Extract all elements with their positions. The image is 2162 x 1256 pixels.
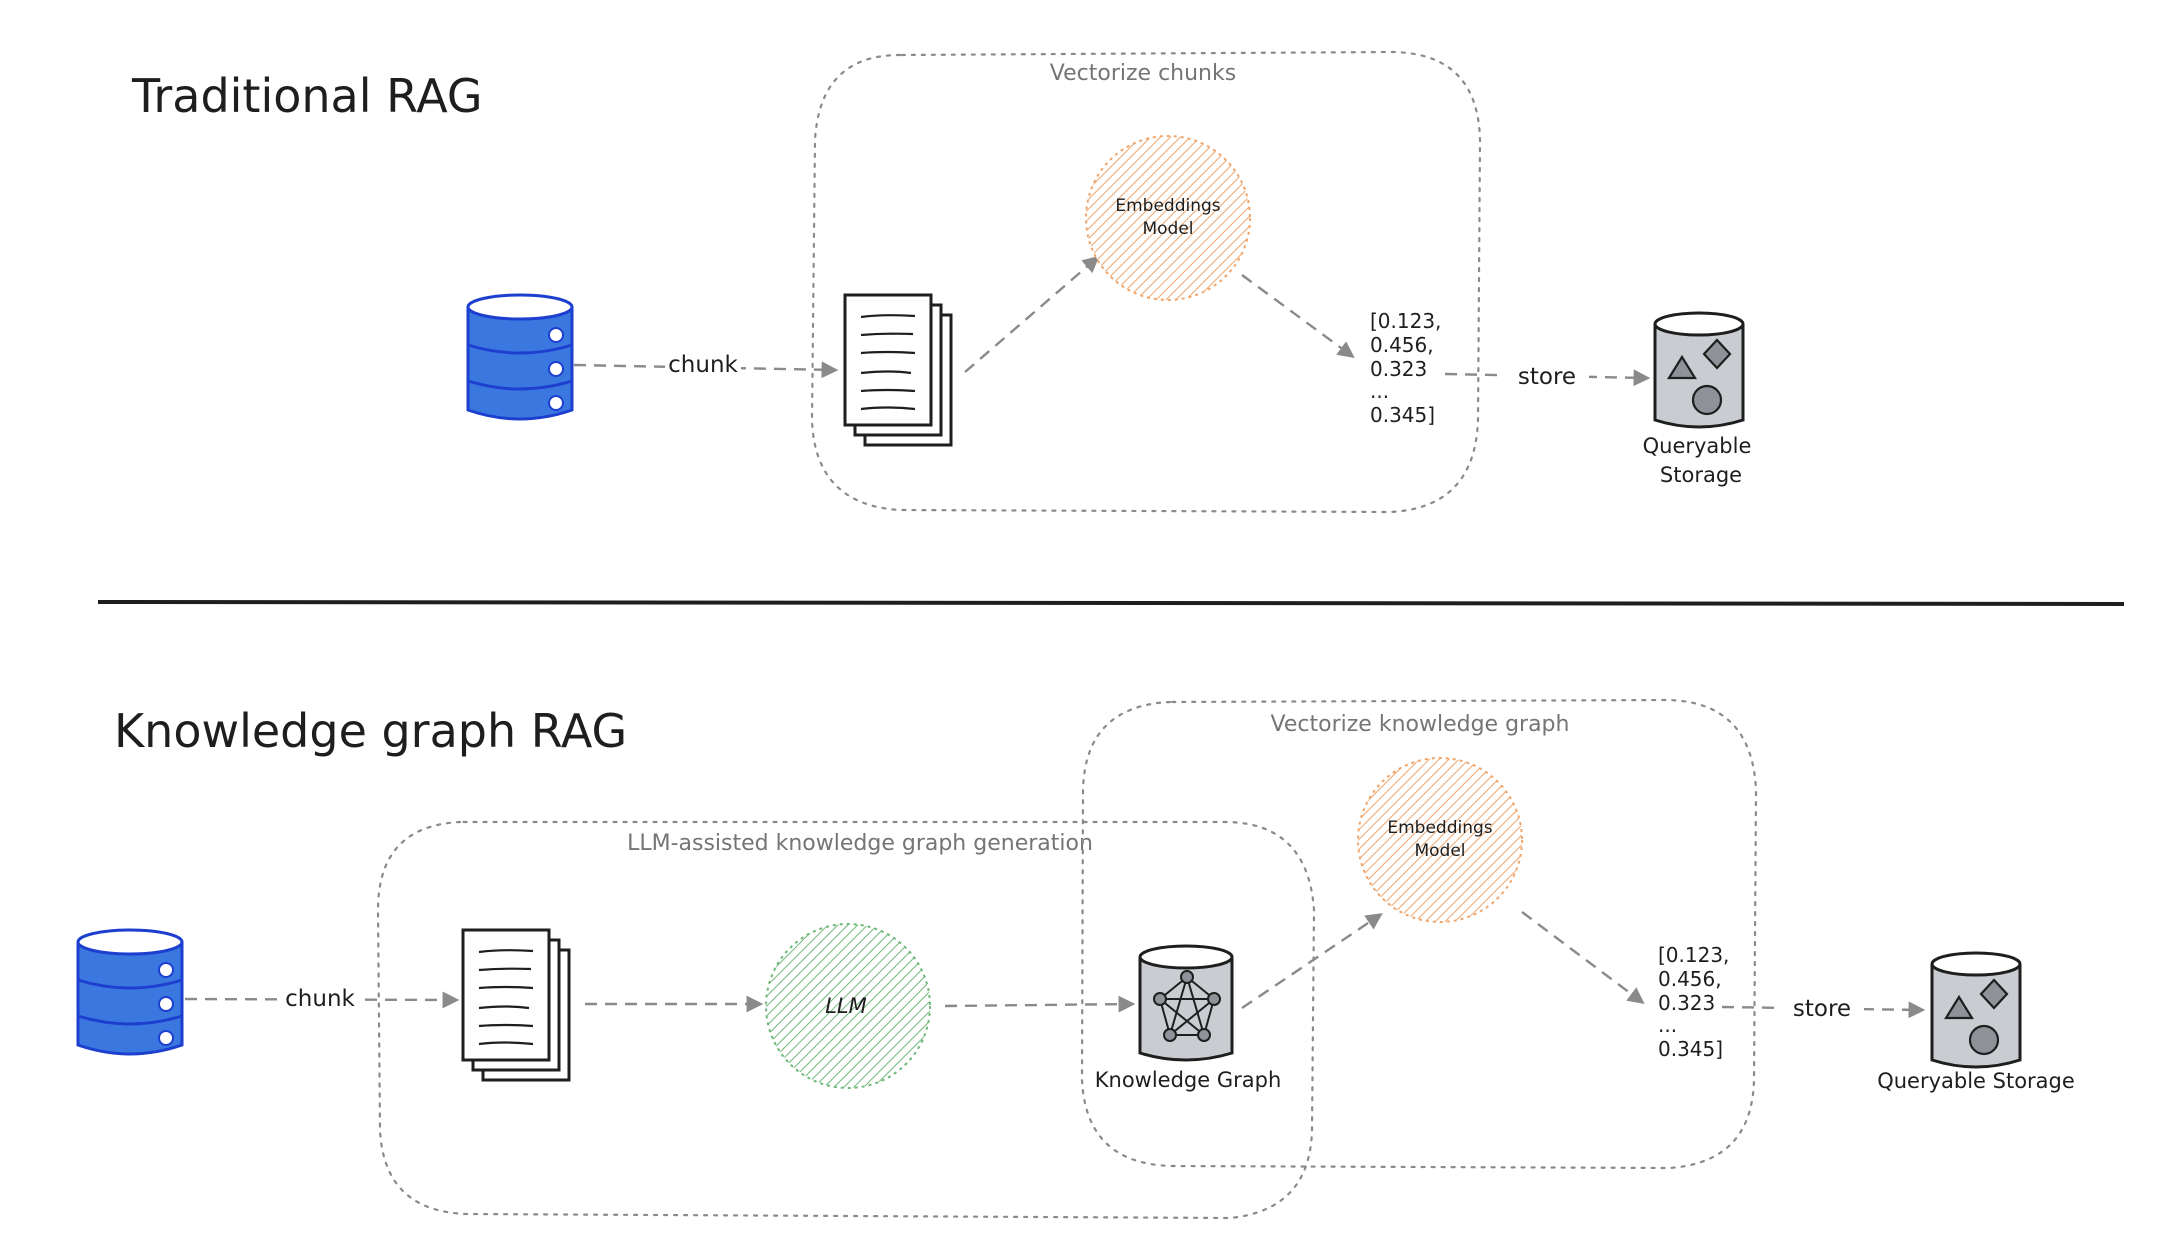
- embeddings-model-icon: Embeddings Model: [1085, 135, 1251, 301]
- vector-line-3-bottom: ...: [1658, 1013, 1677, 1037]
- vectorize-knowledge-graph-label: Vectorize knowledge graph: [1271, 712, 1570, 737]
- store-label-bottom: store: [1793, 996, 1851, 1022]
- vector-line-2-top: 0.323: [1370, 357, 1427, 381]
- chunk-arrow-top: chunk: [573, 346, 839, 379]
- arrow-llm-to-knowledge-graph: [944, 995, 1136, 1013]
- documents-icon: [461, 928, 571, 1082]
- vector-output-top: [0.123, 0.456, 0.323 ... 0.345]: [1370, 309, 1441, 427]
- arrow-embeddings-to-vector-bottom: [1521, 911, 1645, 1005]
- documents-icon: [843, 293, 953, 447]
- chunk-label-bottom: chunk: [285, 986, 355, 1012]
- arrow-knowledge-graph-to-embeddings: [1241, 913, 1383, 1009]
- queryable-storage-label-line2-top: Storage: [1660, 463, 1742, 487]
- queryable-storage-icon: [1930, 951, 2022, 1069]
- store-arrow-bottom: store: [1721, 990, 1926, 1022]
- traditional-rag-title: Traditional RAG: [131, 69, 483, 123]
- vector-line-3-top: ...: [1370, 379, 1389, 403]
- chunk-label-top: chunk: [668, 352, 738, 378]
- arrow-docs-to-embeddings-top: [964, 255, 1100, 373]
- vectorize-chunks-label: Vectorize chunks: [1050, 61, 1236, 86]
- vector-line-4-top: 0.345]: [1370, 403, 1435, 427]
- store-arrow-top: store: [1444, 358, 1651, 390]
- embeddings-model-icon: Embeddings Model: [1357, 757, 1523, 923]
- vectorize-knowledge-graph-group: Vectorize knowledge graph: [1080, 698, 1758, 1170]
- vector-line-2-bottom: 0.323: [1658, 991, 1715, 1015]
- knowledge-graph-label: Knowledge Graph: [1095, 1068, 1282, 1092]
- vector-output-bottom: [0.123, 0.456, 0.323 ... 0.345]: [1658, 943, 1729, 1061]
- llm-label: LLM: [825, 994, 867, 1018]
- database-icon: [76, 928, 184, 1056]
- knowledge-graph-rag-title: Knowledge graph RAG: [114, 704, 627, 758]
- vector-line-1-top: 0.456,: [1370, 333, 1434, 357]
- vector-line-0-bottom: [0.123,: [1658, 943, 1729, 967]
- chunk-arrow-bottom: chunk: [184, 981, 460, 1013]
- database-icon: [466, 293, 574, 421]
- embeddings-model-label-line2-bottom: Model: [1414, 841, 1465, 861]
- arrow-embeddings-to-vector-top: [1241, 274, 1355, 358]
- section-divider: [97, 600, 2125, 606]
- llm-assisted-group-label: LLM-assisted knowledge graph generation: [627, 831, 1093, 856]
- embeddings-model-label-line2-top: Model: [1142, 219, 1193, 239]
- vector-line-0-top: [0.123,: [1370, 309, 1441, 333]
- queryable-storage-icon: [1653, 311, 1745, 429]
- queryable-storage-label-bottom: Queryable Storage: [1877, 1069, 2075, 1093]
- vectorize-chunks-group: Vectorize chunks: [810, 50, 1482, 514]
- store-label-top: store: [1518, 364, 1576, 390]
- llm-icon: LLM: [765, 923, 931, 1089]
- embeddings-model-label-line1-bottom: Embeddings: [1387, 818, 1492, 838]
- knowledge-graph-icon: [1138, 944, 1234, 1062]
- llm-assisted-group: LLM-assisted knowledge graph generation: [376, 820, 1316, 1220]
- vector-line-1-bottom: 0.456,: [1658, 967, 1722, 991]
- queryable-storage-label-line1-top: Queryable: [1643, 434, 1752, 458]
- embeddings-model-label-line1-top: Embeddings: [1115, 196, 1220, 216]
- vector-line-4-bottom: 0.345]: [1658, 1037, 1723, 1061]
